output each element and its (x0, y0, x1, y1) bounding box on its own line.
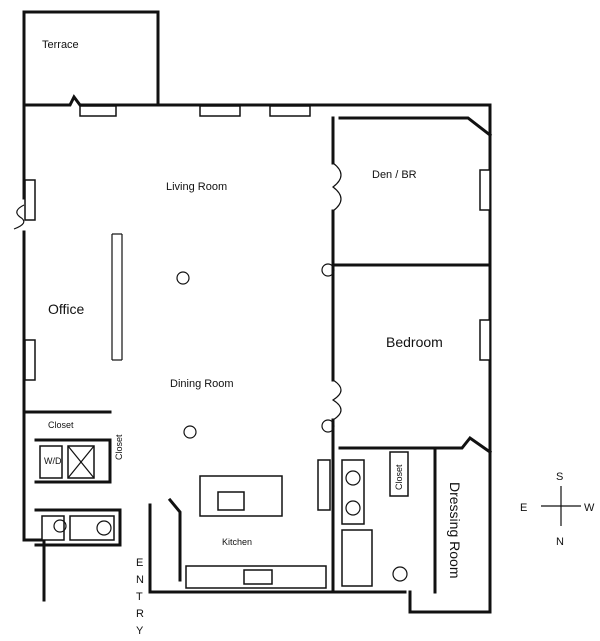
kitchen-label: Kitchen (222, 537, 252, 547)
closet-left-label: Closet (48, 420, 74, 430)
dining-room-label: Dining Room (170, 378, 234, 390)
terrace: Terrace (22, 10, 160, 107)
exterior-walls (13, 94, 492, 614)
bedroom-label: Bedroom (386, 334, 443, 350)
living-room-label: Living Room (166, 181, 227, 193)
compass-s: S (556, 471, 563, 483)
interior-walls (22, 116, 493, 594)
compass-e: E (520, 502, 527, 514)
entry-label: E N T R Y (136, 557, 144, 637)
wd-label: W/D (44, 456, 62, 466)
compass: S N E W (520, 471, 595, 548)
closet-right-label: Closet (394, 464, 404, 490)
office-label: Office (48, 301, 85, 317)
compass-w: W (584, 502, 595, 514)
columns (176, 263, 335, 439)
closet-vertical-label: Closet (114, 434, 124, 460)
room-labels: Den / BR Living Room Office Dining Room … (44, 169, 463, 578)
terrace-label: Terrace (42, 39, 79, 51)
svg-text:R: R (136, 608, 144, 620)
compass-n: N (556, 536, 564, 548)
den-label: Den / BR (372, 169, 417, 181)
svg-text:Y: Y (136, 625, 144, 637)
dressing-room-label: Dressing Room (447, 482, 463, 578)
svg-text:E: E (136, 557, 143, 569)
svg-text:T: T (136, 591, 143, 603)
fixtures (39, 445, 409, 589)
svg-text:N: N (136, 574, 144, 586)
